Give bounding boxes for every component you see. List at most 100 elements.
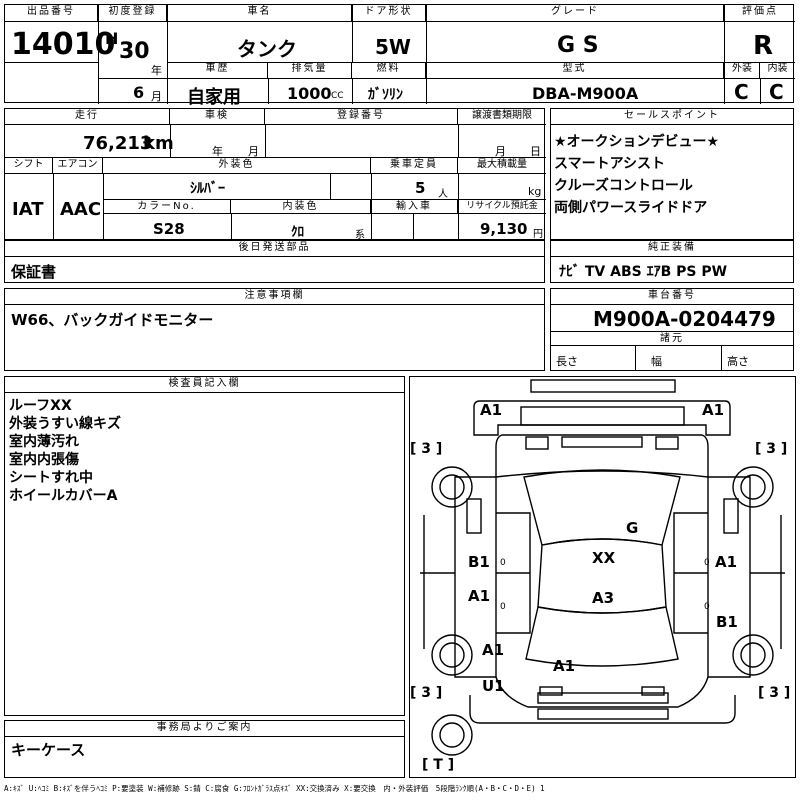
office-value: キーケース: [11, 741, 86, 759]
load-label: 最大積載量: [458, 158, 546, 174]
era: H: [105, 29, 119, 48]
fuel: ｶﾞｿﾘﾝ: [368, 87, 403, 103]
history: 自家用: [187, 87, 241, 108]
office-block: 事務局よりご案内 キーケース: [4, 720, 405, 778]
sales-point-1: ★オークションデビュー★: [554, 134, 720, 150]
door-label: ドア形状: [352, 5, 426, 22]
mark-u1: U1: [482, 677, 505, 695]
equipment-value: ﾅﾋﾞ TV ABS ｴｱB PS PW: [559, 264, 728, 280]
displacement-unit: CC: [331, 91, 344, 101]
mileage: 76,213: [83, 133, 153, 154]
reg-year: 30: [119, 39, 150, 64]
reg-no-label: 登録番号: [265, 109, 458, 125]
interior-color: ｸﾛ: [291, 225, 304, 240]
history-label: 車歴: [168, 62, 268, 79]
damage-diagram: 0 0 0 0 A1 A1 G B1 XX A1 A1 A3 B1 A1 A1 …: [409, 376, 796, 778]
capacity-label: 乗車定員: [371, 158, 458, 174]
later-parts-value: 保証書: [11, 263, 57, 281]
color-no: S28: [153, 220, 185, 238]
mark-b1-left: B1: [468, 553, 490, 571]
fuel-label: 燃料: [352, 62, 426, 79]
transfer-month: 月: [495, 145, 506, 158]
car-name: タンク: [237, 37, 297, 61]
width-label: 幅: [651, 355, 662, 368]
office-label: 事務局よりご案内: [5, 721, 404, 737]
mark-g: G: [626, 519, 639, 537]
sales-points-block: セールスポイント ★オークションデビュー★ スマートアシスト クルーズコントロー…: [550, 108, 794, 240]
mark-xx: XX: [592, 549, 616, 567]
height-label: 高さ: [727, 355, 749, 368]
spec-block: 走行 車検 登録番号 譲渡書類期限 76,213 km 年 月 月 日 シフト …: [4, 108, 546, 241]
notes-label: 注意事項欄: [5, 289, 544, 305]
year-unit: 年: [151, 64, 162, 77]
inspector-line-4: 室内内張傷: [9, 452, 79, 468]
transfer-label: 譲渡書類期限: [458, 109, 546, 125]
ac: AAC: [60, 199, 102, 220]
shift-label: シフト: [5, 158, 53, 174]
insp-year: 年: [212, 145, 223, 158]
reg-month: 6: [133, 83, 145, 102]
bracket-bottom-right: [ 3 ]: [758, 685, 791, 701]
sales-point-4: 両側パワースライドドア: [554, 200, 708, 216]
dimensions-label: 諸元: [551, 332, 793, 346]
model-label: 型式: [426, 62, 724, 79]
first-reg-label: 初度登録: [99, 5, 167, 22]
interior-label: 内装色: [231, 200, 371, 214]
score-label: 評価点: [725, 5, 795, 22]
interior-unit: 系: [355, 230, 365, 241]
grade: G S: [557, 33, 599, 58]
shift: IAT: [12, 199, 44, 220]
recycle-fee: 9,130: [480, 220, 528, 238]
grade-label: グレード: [427, 5, 724, 22]
capacity: 5: [415, 179, 426, 197]
month-unit: 月: [151, 90, 162, 103]
int-label: 内装: [760, 62, 795, 79]
door-type: 5W: [375, 35, 411, 59]
length-label: 長さ: [556, 355, 578, 368]
int-score: C: [769, 80, 784, 104]
inspector-line-6: ホイールカバーA: [9, 488, 118, 504]
insp-month: 月: [248, 145, 259, 158]
lot-number: 14010: [11, 27, 116, 62]
color-label: 外装色: [103, 158, 371, 174]
chassis-number: M900A-0204479: [593, 307, 776, 331]
capacity-unit: 人: [438, 189, 448, 200]
ext-score: C: [734, 80, 749, 104]
equipment-label: 純正装備: [551, 241, 793, 257]
car-outline-diagram: 0 0 0 0: [420, 379, 785, 756]
mileage-unit: km: [143, 133, 174, 154]
displacement-label: 排気量: [268, 62, 352, 79]
equipment-block: 純正装備 ﾅﾋﾞ TV ABS ｴｱB PS PW: [550, 240, 794, 283]
chassis-block: 車台番号 M900A-0204479 諸元 長さ 幅 高さ: [550, 288, 794, 371]
inspector-line-3: 室内薄汚れ: [9, 434, 79, 450]
import-label: 輸入車: [371, 200, 458, 214]
car-name-label: 車名: [168, 5, 352, 22]
color-no-label: カラーNo.: [103, 200, 231, 214]
sales-point-3: クルーズコントロール: [554, 178, 693, 194]
exterior-color: ｼﾙﾊﾞｰ: [190, 181, 225, 197]
inspection-label: 車検: [170, 109, 265, 125]
header-block: 出品番号 14010 初度登録 H 30 年 6 月 車名 タンク ドア形状 5…: [4, 4, 795, 108]
notes-block: 注意事項欄 W66、バックガイドモニター: [4, 288, 545, 371]
svg-text:0: 0: [704, 558, 710, 568]
ext-label: 外装: [725, 62, 760, 79]
bracket-top-right: [ 3 ]: [755, 441, 788, 457]
mark-a1-top-right: A1: [702, 401, 725, 419]
lot-label: 出品番号: [5, 5, 98, 22]
mark-a1-left: A1: [468, 587, 491, 605]
later-parts-label: 後日発送部品: [5, 241, 544, 257]
mark-b1-right: B1: [716, 613, 738, 631]
inspector-block: 検査員記入欄 ルーフXX 外装うすい線キズ 室内薄汚れ 室内内張傷 シートすれ中…: [4, 376, 405, 716]
legend: A:ｷｽﾞ U:ﾍｺﾐ B:ｷｽﾞを伴うﾍｺﾐ P:要塗装 W:補修跡 S:錆 …: [4, 784, 545, 793]
mark-a1-top-left: A1: [480, 401, 503, 419]
svg-text:0: 0: [704, 602, 710, 612]
svg-text:0: 0: [500, 558, 506, 568]
inspector-line-2: 外装うすい線キズ: [9, 416, 121, 432]
inspector-label: 検査員記入欄: [5, 377, 404, 393]
recycle-label: リサイクル預託金: [458, 200, 546, 214]
notes-value: W66、バックガイドモニター: [11, 311, 214, 329]
transfer-day: 日: [530, 145, 541, 158]
bracket-bottom-left: [ 3 ]: [410, 685, 443, 701]
ac-label: エアコン: [53, 158, 103, 174]
svg-text:0: 0: [500, 602, 506, 612]
